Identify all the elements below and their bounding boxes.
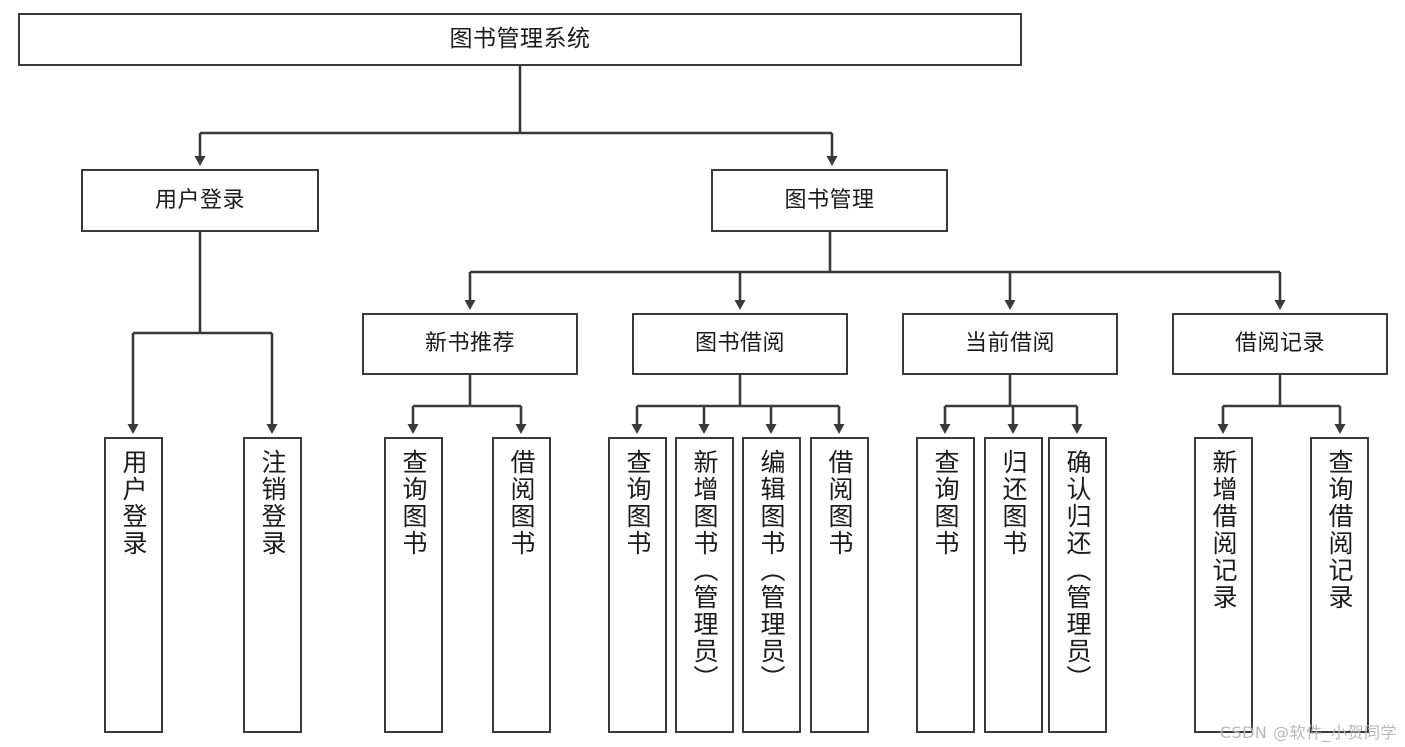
node-label: 新书推荐 — [424, 331, 515, 357]
node-book-borrow[interactable]: 图书借阅 — [632, 313, 848, 375]
leaf-borrow-borrow-book[interactable]: 借阅图书 — [810, 437, 869, 733]
node-new-book-recommend[interactable]: 新书推荐 — [362, 313, 578, 375]
node-label: 图书借阅 — [694, 331, 785, 357]
node-user-login[interactable]: 用户登录 — [81, 169, 319, 232]
leaf-user-login-logout[interactable]: 注销登录 — [243, 437, 302, 733]
node-label: 图书管理系统 — [449, 25, 591, 52]
node-label: 归还图书 — [999, 449, 1028, 557]
node-borrow-record[interactable]: 借阅记录 — [1172, 313, 1388, 375]
node-label: 查询图书 — [399, 449, 428, 557]
leaf-record-add-record[interactable]: 新增借阅记录 — [1194, 437, 1253, 733]
node-label: 确认归还（管理员） — [1063, 449, 1092, 692]
node-current-borrow[interactable]: 当前借阅 — [902, 313, 1118, 375]
leaf-borrow-edit-book-admin[interactable]: 编辑图书（管理员） — [742, 437, 801, 733]
node-label: 新增借阅记录 — [1209, 449, 1238, 611]
node-label: 用户登录 — [154, 187, 245, 213]
leaf-current-query-book[interactable]: 查询图书 — [916, 437, 975, 733]
leaf-record-query-record[interactable]: 查询借阅记录 — [1310, 437, 1369, 733]
node-label: 图书管理 — [784, 187, 875, 213]
leaf-user-login-login[interactable]: 用户登录 — [104, 437, 163, 733]
leaf-current-return-book[interactable]: 归还图书 — [984, 437, 1043, 733]
leaf-borrow-query-book[interactable]: 查询图书 — [608, 437, 667, 733]
node-label: 编辑图书（管理员） — [757, 449, 786, 692]
node-label: 查询图书 — [931, 449, 960, 557]
node-label: 查询借阅记录 — [1325, 449, 1354, 611]
node-label: 新增图书（管理员） — [690, 449, 719, 692]
node-label: 借阅记录 — [1234, 331, 1325, 357]
node-book-management[interactable]: 图书管理 — [711, 169, 948, 232]
node-label: 用户登录 — [119, 449, 148, 557]
node-label: 当前借阅 — [964, 331, 1055, 357]
node-label: 借阅图书 — [507, 449, 536, 557]
node-root-system[interactable]: 图书管理系统 — [18, 13, 1022, 66]
leaf-current-confirm-return-admin[interactable]: 确认归还（管理员） — [1048, 437, 1107, 733]
node-label: 借阅图书 — [825, 449, 854, 557]
node-label: 查询图书 — [623, 449, 652, 557]
leaf-borrow-add-book-admin[interactable]: 新增图书（管理员） — [675, 437, 734, 733]
leaf-new-book-query[interactable]: 查询图书 — [384, 437, 443, 733]
leaf-new-book-borrow[interactable]: 借阅图书 — [492, 437, 551, 733]
node-label: 注销登录 — [258, 449, 287, 557]
